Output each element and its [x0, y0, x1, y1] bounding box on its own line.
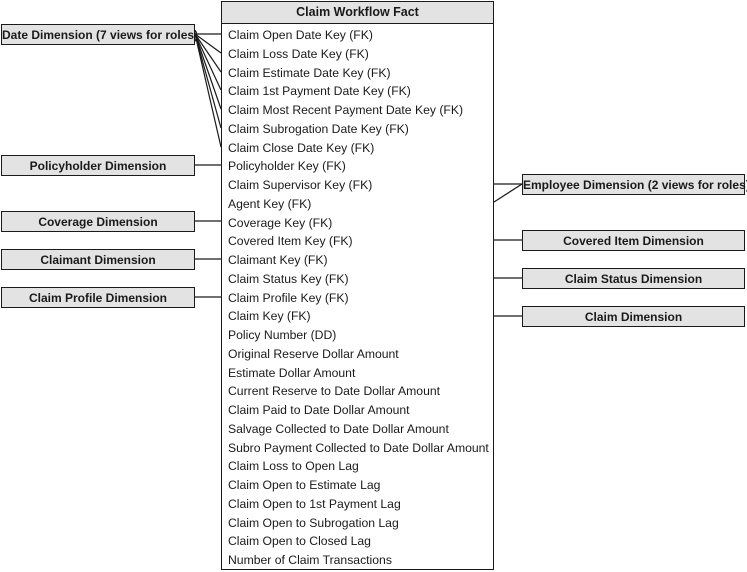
- fact-column-row: Claim 1st Payment Date Key (FK): [228, 84, 411, 99]
- connector-employee-agent: [493, 183, 523, 203]
- coverage-dimension-box: Coverage Dimension: [1, 211, 195, 232]
- connector-date-subrogation: [194, 33, 222, 129]
- date-dimension-box: Date Dimension (7 views for roles): [1, 24, 198, 45]
- fact-column-row: Coverage Key (FK): [228, 215, 333, 230]
- claim-workflow-fact-table: Claim Workflow Fact Claim Open Date Key …: [221, 1, 494, 570]
- connector-date-close: [194, 33, 222, 148]
- connector-date-recent-payment: [194, 33, 222, 110]
- fact-table-title: Claim Workflow Fact: [222, 2, 493, 24]
- fact-column-row: Claim Loss to Open Lag: [228, 459, 359, 474]
- fact-column-row: Claim Most Recent Payment Date Key (FK): [228, 103, 464, 117]
- fact-column-row: Policyholder Key (FK): [228, 159, 346, 174]
- connector-date-1st-payment: [194, 33, 222, 91]
- connector-date-estimate: [194, 33, 222, 73]
- fact-column-row: Claim Paid to Date Dollar Amount: [228, 403, 410, 417]
- fact-column-row: Original Reserve Dollar Amount: [228, 346, 399, 361]
- fact-column-row: Claim Open to 1st Payment Lag: [228, 496, 401, 511]
- policyholder-dimension-box: Policyholder Dimension: [1, 155, 195, 176]
- fact-column-row: Claim Estimate Date Key (FK): [228, 65, 391, 80]
- fact-column-row: Current Reserve to Date Dollar Amount: [228, 384, 441, 399]
- claim-profile-dimension-box: Claim Profile Dimension: [1, 287, 195, 308]
- fact-column-row: Policy Number (DD): [228, 328, 337, 342]
- fact-column-row: Claim Close Date Key (FK): [228, 140, 375, 155]
- claim-dimension-box: Claim Dimension: [522, 306, 745, 327]
- fact-column-row: Number of Claim Transactions: [228, 553, 392, 567]
- fact-column-row: Claim Loss Date Key (FK): [228, 46, 369, 61]
- fact-column-row: Subro Payment Collected to Date Dollar A…: [228, 440, 489, 455]
- fact-column-row: Claim Status Key (FK): [228, 271, 349, 286]
- fact-column-row: Claim Open to Subrogation Lag: [228, 515, 399, 530]
- fact-column-row: Estimate Dollar Amount: [228, 365, 356, 380]
- fact-column-row: Claimant Key (FK): [228, 253, 328, 267]
- employee-dimension-box: Employee Dimension (2 views for roles): [522, 174, 747, 195]
- fact-column-row: Claim Key (FK): [228, 309, 311, 324]
- connector-date-loss: [194, 33, 222, 54]
- fact-column-row: Agent Key (FK): [228, 196, 312, 211]
- fact-column-row: Claim Open to Estimate Lag: [228, 478, 381, 492]
- fact-column-row: Covered Item Key (FK): [228, 234, 353, 249]
- fact-column-row: Claim Open Date Key (FK): [228, 28, 373, 42]
- claim-status-dimension-box: Claim Status Dimension: [522, 268, 745, 289]
- fact-column-row: Claim Supervisor Key (FK): [228, 178, 373, 192]
- claimant-dimension-box: Claimant Dimension: [1, 249, 195, 270]
- fact-column-row: Claim Open to Closed Lag: [228, 534, 371, 549]
- fact-table-columns: Claim Open Date Key (FK) Claim Loss Date …: [222, 24, 493, 570]
- fact-column-row: Claim Profile Key (FK): [228, 290, 349, 305]
- covered-item-dimension-box: Covered Item Dimension: [522, 230, 745, 251]
- fact-column-row: Salvage Collected to Date Dollar Amount: [228, 421, 449, 436]
- fact-column-row: Claim Subrogation Date Key (FK): [228, 121, 409, 136]
